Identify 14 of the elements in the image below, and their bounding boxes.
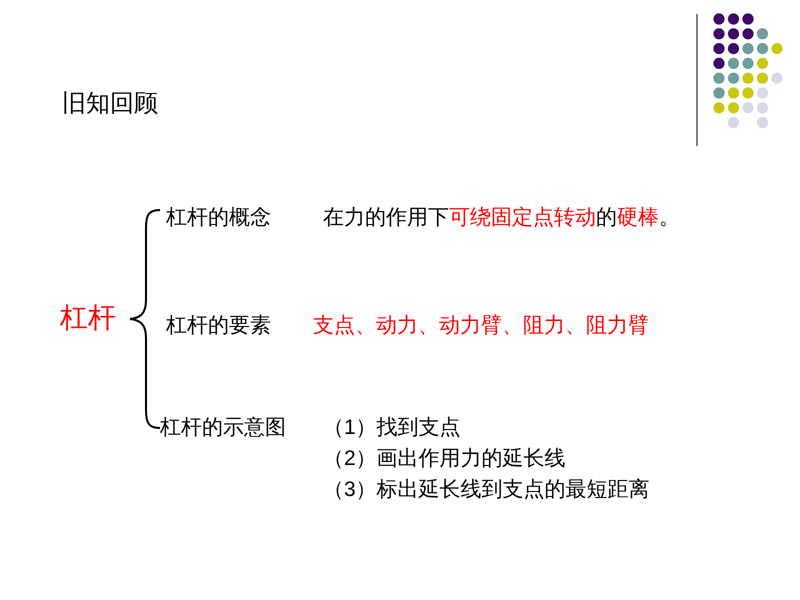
elements-text: 支点、动力、动力臂、阻力、阻力臂 <box>313 314 649 336</box>
definition-text: 的 <box>596 206 617 228</box>
definition-text: 在力的作用下 <box>323 206 449 228</box>
definition-text: 可绕固定点转动 <box>449 206 596 228</box>
branch-label: 杠杆的概念 <box>166 206 271 228</box>
slide-title: 旧知回顾 <box>62 92 158 116</box>
branch-label: 杠杆的示意图 <box>160 416 286 438</box>
step-text: （2）画出作用力的延长线 <box>323 448 566 468</box>
topic-label: 杠杆 <box>60 304 116 332</box>
step-text: （3）标出延长线到支点的最短距离 <box>323 478 650 500</box>
definition-text: 硬棒 <box>617 206 659 228</box>
branch-label: 杠杆的要素 <box>166 314 271 336</box>
step-text: （1）找到支点 <box>323 416 461 438</box>
definition-text: 。 <box>659 206 680 228</box>
